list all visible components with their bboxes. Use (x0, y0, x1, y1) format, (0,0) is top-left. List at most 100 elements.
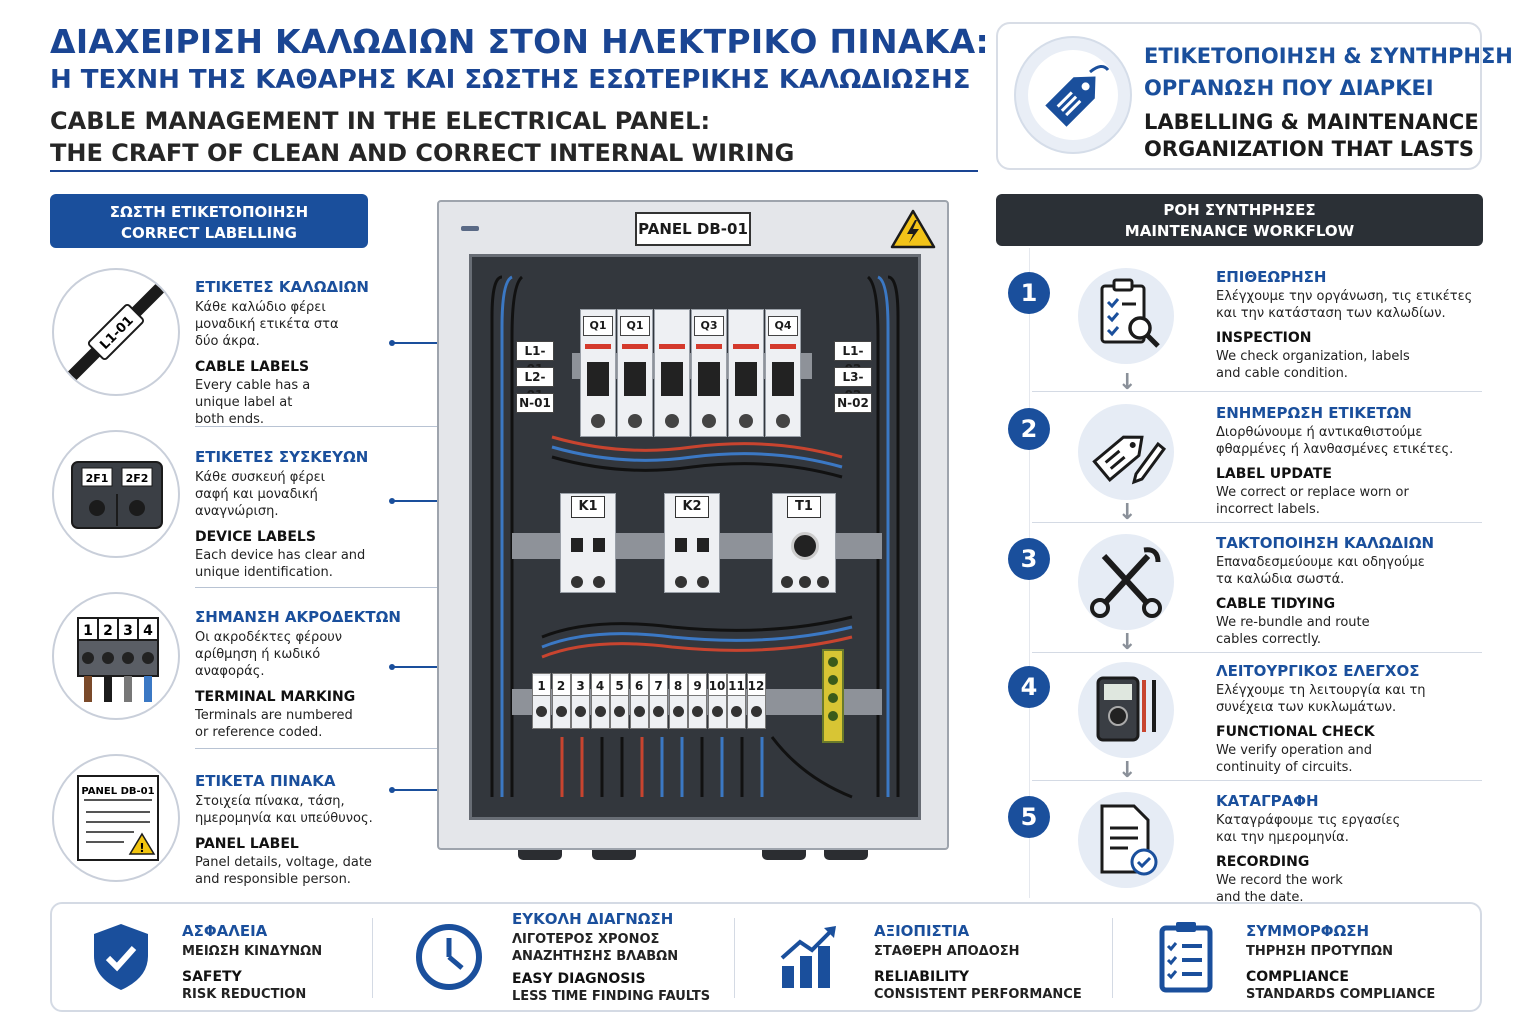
contactor-k1: K1 (560, 493, 616, 593)
terminal: 12 (746, 673, 766, 729)
panel-label-icon: PANEL DB-01 ! (52, 754, 180, 882)
benefit-title-greek: ΑΞΙΟΠΙΣΤΙΑ (874, 922, 970, 940)
benefit-title-english: RELIABILITY (874, 969, 970, 985)
cable-labels-title-greek: ΕΤΙΚΕΤΕΣ ΚΑΛΩΔΙΩΝ (195, 278, 369, 296)
cable-gland (824, 850, 868, 860)
labelling-maintenance-card: ΕΤΙΚΕΤΟΠΟΙΗΣΗ & ΣΥΝΤΗΡΗΣΗ ΟΡΓΑΝΩΣΗ ΠΟΥ Δ… (996, 22, 1513, 170)
title-divider (50, 170, 978, 172)
benefit-title-greek: ΣΥΜΜΟΡΦΩΣΗ (1246, 922, 1370, 940)
benefit-sub-greek: ΛΙΓΟΤΕΡΟΣ ΧΡΟΝΟΣ ΑΝΑΖΗΤΗΣΗΣ ΒΛΑΒΩΝ (512, 932, 679, 964)
benefit-reliability: ΑΞΙΟΠΙΣΤΙΑ ΣΤΑΘΕΡΗ ΑΠΟΔΟΣΗ RELIABILITY C… (742, 904, 1122, 1010)
workflow-step-inspection: 1 ΕΠΙΘΕΩΡΗΣΗ Ελέγχουμε την οργάνωση, τις… (996, 268, 1483, 396)
clock-icon (416, 924, 482, 990)
item-separator (195, 587, 440, 588)
circuit-breaker (728, 309, 764, 437)
wire-tag: N-02 (834, 393, 872, 413)
terminal: 4 (590, 673, 610, 729)
device-labels-title-greek: ΕΤΙΚΕΤΕΣ ΣΥΣΚΕΥΩΝ (195, 448, 369, 466)
terminal-marking-item: 1 2 3 4 ΣΗΜΑΝΣΗ ΑΚΡΟΔΕΚΤΩΝ Οι ακροδέκτες… (50, 590, 440, 750)
cable-labels-text-greek: Κάθε καλώδιο φέρει μοναδική ετικέτα στα … (195, 300, 339, 349)
step-title-english: FUNCTIONAL CHECK (1216, 724, 1375, 740)
device-label-icon-text-a: 2F1 (86, 472, 109, 485)
cable-labels-text-english: Every cable has a unique label at both e… (195, 378, 311, 427)
circuit-breaker: Q1 (617, 309, 653, 437)
terminal-number-2: 2 (103, 623, 113, 639)
terminal-number: 1 (533, 676, 550, 696)
step-title-english: LABEL UPDATE (1216, 466, 1332, 482)
benefit-title-greek: ΕΥΚΟΛΗ ΔΙΑΓΝΩΣΗ (512, 910, 674, 928)
step-title-greek: ΛΕΙΤΟΥΡΓΙΚΟΣ ΕΛΕΓΧΟΣ (1216, 662, 1420, 680)
wire-tag: L2-01 (516, 367, 554, 402)
step-text-greek: Επαναδεσμεύουμε και οδηγούμε τα καλώδια … (1216, 555, 1425, 587)
contactor-label: K1 (571, 496, 605, 518)
cable-labels-item: L1-01 ΕΤΙΚΕΤΕΣ ΚΑΛΩΔΙΩΝ Κάθε καλώδιο φέρ… (50, 268, 440, 428)
step-text-greek: Ελέγχουμε τη λειτουργία και τη συνέχεια … (1216, 683, 1426, 715)
terminal-marking-text-english: Terminals are numbered or reference code… (195, 708, 353, 740)
benefit-sub-greek: ΣΤΑΘΕΡΗ ΑΠΟΔΟΣΗ (874, 944, 1020, 959)
terminal: 10 (707, 673, 727, 729)
terminal-number-4: 4 (143, 623, 153, 639)
benefit-sub-english: LESS TIME FINDING FAULTS (512, 989, 711, 1004)
panel-interior: Q1 Q1 Q3 Q4 L1-01 L2-01 N-01 L1-02 L3-02… (469, 254, 921, 820)
terminal-number: 3 (572, 676, 589, 696)
maintenance-workflow-header-greek: ΡΟΗ ΣΥΝΤΗΡΗΣΕΣ (1163, 201, 1316, 219)
wire-tag: N-01 (516, 393, 554, 413)
contactor-label: T1 (787, 496, 821, 518)
label-update-icon (1078, 404, 1174, 500)
step-text-greek: Διορθώνουμε ή αντικαθιστούμε φθαρμένες ή… (1216, 425, 1454, 457)
title-block: ΔΙΑΧΕΙΡΙΣΗ ΚΑΛΩΔΙΩΝ ΣΤΟΝ ΗΛΕΚΤΡΙΚΟ ΠΙΝΑΚ… (50, 22, 989, 167)
label-card-greek-2: ΟΡΓΑΝΩΣΗ ΠΟΥ ΔΙΑΡΚΕΙ (1144, 76, 1434, 100)
benefits-bar: ΑΣΦΑΛΕΙΑ ΜΕΙΩΣΗ ΚΙΝΔΥΝΩΝ SAFETY RISK RED… (50, 902, 1482, 1012)
panel-label-text-greek: Στοιχεία πίνακα, τάση, ημερομηνία και υπ… (195, 794, 373, 826)
breaker-label: Q1 (620, 316, 650, 336)
maintenance-workflow-header-english: MAINTENANCE WORKFLOW (1124, 222, 1355, 240)
label-card-english-2: ORGANIZATION THAT LASTS (1144, 137, 1474, 161)
terminal-number: 11 (728, 676, 745, 696)
multimeter-icon (1078, 662, 1174, 758)
electrical-panel-illustration: PANEL DB-01 (437, 200, 949, 850)
title-greek-line-2: Η ΤΕΧΝΗ ΤΗΣ ΚΑΘΑΡΗΣ ΚΑΙ ΣΩΣΤΗΣ ΕΣΩΤΕΡΙΚΗ… (50, 65, 971, 95)
benefit-title-english: COMPLIANCE (1246, 969, 1349, 985)
benefit-sub-greek: ΤΗΡΗΣΗ ΠΡΟΤΥΠΩΝ (1246, 944, 1393, 959)
terminal: 6 (629, 673, 649, 729)
correct-labelling-header-english: CORRECT LABELLING (121, 224, 297, 242)
terminal-marking-title-greek: ΣΗΜΑΝΣΗ ΑΚΡΟΔΕΚΤΩΝ (195, 608, 401, 626)
benefit-sub-english: STANDARDS COMPLIANCE (1246, 987, 1436, 1002)
terminal-number: 8 (669, 676, 687, 696)
high-voltage-warning-icon (890, 209, 936, 249)
workflow-arrow-down-icon: ↓ (1118, 370, 1137, 395)
step-title-greek: ΤΑΚΤΟΠΟΙΗΣΗ ΚΑΛΩΔΙΩΝ (1216, 534, 1434, 552)
wire-tag: L1-02 (834, 341, 872, 376)
correct-labelling-header-greek: ΣΩΣΤΗ ΕΤΙΚΕΤΟΠΟΙΗΣΗ (109, 203, 309, 221)
checklist-icon (1159, 922, 1213, 993)
svg-text:!: ! (139, 841, 144, 855)
terminal-number: 5 (611, 676, 628, 696)
item-separator (195, 748, 440, 749)
circuit-breaker (654, 309, 690, 437)
breaker-label: Q4 (768, 316, 798, 336)
title-english-line-1: CABLE MANAGEMENT IN THE ELECTRICAL PANEL… (50, 107, 711, 135)
breaker-label: Q1 (583, 316, 613, 336)
maintenance-workflow-header: ΡΟΗ ΣΥΝΤΗΡΗΣΕΣ MAINTENANCE WORKFLOW (996, 194, 1483, 246)
step-text-english: We re-bundle and route cables correctly. (1216, 615, 1370, 647)
correct-labelling-header: ΣΩΣΤΗ ΕΤΙΚΕΤΟΠΟΙΗΣΗ CORRECT LABELLING (50, 194, 368, 248)
device-labels-title-english: DEVICE LABELS (195, 529, 316, 545)
step-text-greek: Ελέγχουμε την οργάνωση, τις ετικέτες και… (1216, 289, 1473, 321)
step-number: 1 (1008, 272, 1050, 314)
terminal-number: 7 (650, 676, 667, 696)
terminal-marking-text-greek: Οι ακροδέκτες φέρουν αρίθμηση ή κωδικό α… (195, 630, 343, 679)
step-number: 4 (1008, 666, 1050, 708)
terminal: 5 (610, 673, 629, 729)
tag-icon-ring (1014, 36, 1132, 154)
step-text-english: We record the work and the date. (1216, 873, 1343, 905)
cable-labels-title-english: CABLE LABELS (195, 359, 310, 375)
terminal: 3 (571, 673, 590, 729)
benefit-sub-english: CONSISTENT PERFORMANCE (874, 987, 1082, 1002)
device-label-icon: 2F1 2F2 (52, 430, 180, 558)
step-text-english: We correct or replace worn or incorrect … (1216, 485, 1409, 517)
workflow-step-cable-tidying: 3 ΤΑΚΤΟΠΟΙΗΣΗ ΚΑΛΩΔΙΩΝ Επαναδεσμεύουμε κ… (996, 534, 1483, 662)
terminal-number: 4 (591, 676, 609, 696)
wire-tag: L3-02 (834, 367, 872, 402)
growth-chart-icon (780, 926, 836, 988)
cable-gland (762, 850, 806, 860)
